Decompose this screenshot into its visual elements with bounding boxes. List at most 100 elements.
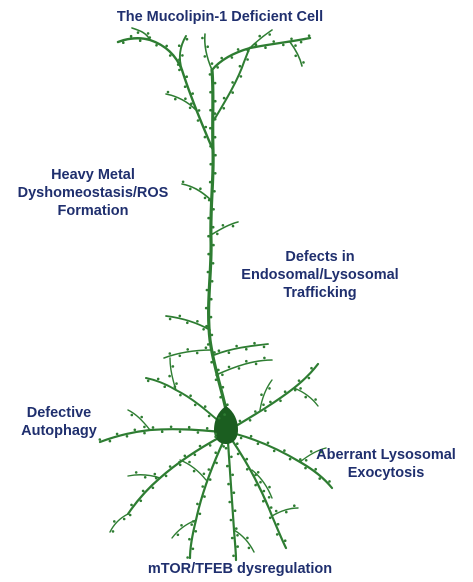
dendritic-spine: [199, 187, 202, 190]
label-autophagy-line-1: Defective: [4, 404, 114, 422]
dendritic-spine: [155, 44, 158, 47]
dendritic-spine: [231, 474, 234, 477]
dendritic-spine: [177, 534, 180, 537]
dendritic-spine: [177, 63, 180, 66]
dendritic-spine: [178, 69, 181, 72]
dendritic-spine: [204, 55, 207, 58]
dendritic-spine: [179, 315, 182, 318]
dendritic-spine: [205, 126, 208, 129]
dendritic-spine: [236, 545, 239, 548]
dendritic-spine: [165, 45, 168, 48]
dendritic-spine: [230, 456, 233, 459]
dendritic-spine: [196, 503, 199, 506]
dendritic-spine: [201, 37, 204, 40]
dendritic-spine: [245, 360, 248, 363]
dendritic-spine: [283, 449, 286, 452]
apical-trunk: [209, 70, 228, 420]
dendritic-spine: [226, 465, 229, 468]
dendritic-spine: [207, 343, 210, 346]
dendritic-spine: [214, 118, 217, 121]
dendritic-spine: [214, 436, 217, 439]
dendritic-spine: [254, 484, 257, 487]
dendritic-spine: [189, 107, 192, 110]
dendritic-spine: [310, 367, 313, 370]
oblique-dendrite-right: [214, 344, 268, 355]
dendritic-spine: [214, 172, 217, 175]
dendritic-spine: [294, 55, 297, 58]
dendritic-spine: [129, 514, 132, 517]
dendritic-spine: [304, 396, 307, 399]
dendritic-spine: [199, 513, 202, 516]
dendritic-spine: [169, 352, 172, 355]
label-mtor: mTOR/TFEB dysregulation: [110, 560, 370, 578]
dendritic-spine: [264, 410, 267, 413]
dendritic-spine: [209, 478, 212, 481]
dendritic-spine: [212, 226, 215, 229]
dendritic-spine: [194, 454, 197, 457]
dendritic-spine: [204, 136, 207, 139]
dendritic-spine: [298, 379, 301, 382]
dendritic-spine: [284, 539, 287, 542]
dendritic-spine: [314, 398, 317, 401]
apical-branch-mid-2: [211, 222, 238, 235]
dendritic-spine: [245, 348, 248, 351]
dendritic-spine: [116, 433, 119, 436]
apical-branch-mid: [182, 184, 211, 200]
dendritic-spine: [175, 382, 178, 385]
dendritic-spine: [246, 537, 249, 540]
dendritic-spine: [246, 468, 249, 471]
dendritic-spine: [205, 307, 208, 310]
dendritic-spine: [179, 394, 182, 397]
dendritic-spine: [215, 433, 218, 436]
dendritic-spine: [308, 34, 311, 37]
basal-dendrite-3: [190, 440, 224, 558]
dendritic-spine: [181, 54, 184, 57]
dendritic-spine: [248, 547, 251, 550]
dendritic-spine: [208, 468, 211, 471]
dendritic-spine: [223, 413, 226, 416]
dendritic-spine: [218, 349, 221, 352]
dendritic-spine: [249, 419, 252, 422]
apical-branch-right-5: [205, 34, 212, 70]
dendritic-spine: [222, 224, 225, 227]
dendritic-spine: [209, 145, 212, 148]
dendritic-spine: [232, 225, 235, 228]
dendritic-spine: [206, 45, 209, 48]
dendritic-spine: [302, 61, 305, 64]
dendritic-spine: [270, 506, 273, 509]
dendritic-spine: [212, 262, 215, 265]
dendritic-spine: [212, 142, 215, 145]
dendritic-spine: [130, 504, 133, 507]
dendritic-spine: [263, 357, 266, 360]
dendritic-spine: [210, 298, 213, 301]
dendritic-spine: [209, 181, 212, 184]
dendritic-spine: [186, 556, 189, 559]
dendritic-spine: [209, 109, 212, 112]
dendritic-spine: [293, 504, 296, 507]
dendritic-spine: [198, 109, 201, 112]
dendritic-spine: [197, 431, 200, 434]
dendritic-spine: [214, 82, 217, 85]
basal-twig: [128, 410, 150, 430]
dendritic-spine: [189, 394, 192, 397]
dendritic-spine: [214, 136, 217, 139]
dendritic-spine: [209, 91, 212, 94]
dendritic-spine: [213, 351, 216, 354]
dendritic-spine: [137, 31, 140, 34]
dendritic-spine: [235, 345, 238, 348]
label-heavy-metal: Heavy Metal Dyshomeostasis/ROS Formation: [8, 166, 178, 220]
dendritic-spine: [185, 75, 188, 78]
oblique-dendrite-left-2: [164, 350, 212, 358]
dendritic-spine: [233, 491, 236, 494]
dendritic-spine: [174, 385, 177, 388]
dendritic-spine: [284, 390, 287, 393]
dendritic-spine: [179, 430, 182, 433]
dendritic-spine: [211, 334, 214, 337]
dendritic-spine: [194, 404, 197, 407]
dendritic-spine: [264, 46, 267, 49]
dendritic-spine: [139, 39, 142, 42]
dendritic-spine: [259, 481, 262, 484]
dendritic-spine: [182, 181, 185, 184]
dendritic-spine: [196, 352, 199, 355]
